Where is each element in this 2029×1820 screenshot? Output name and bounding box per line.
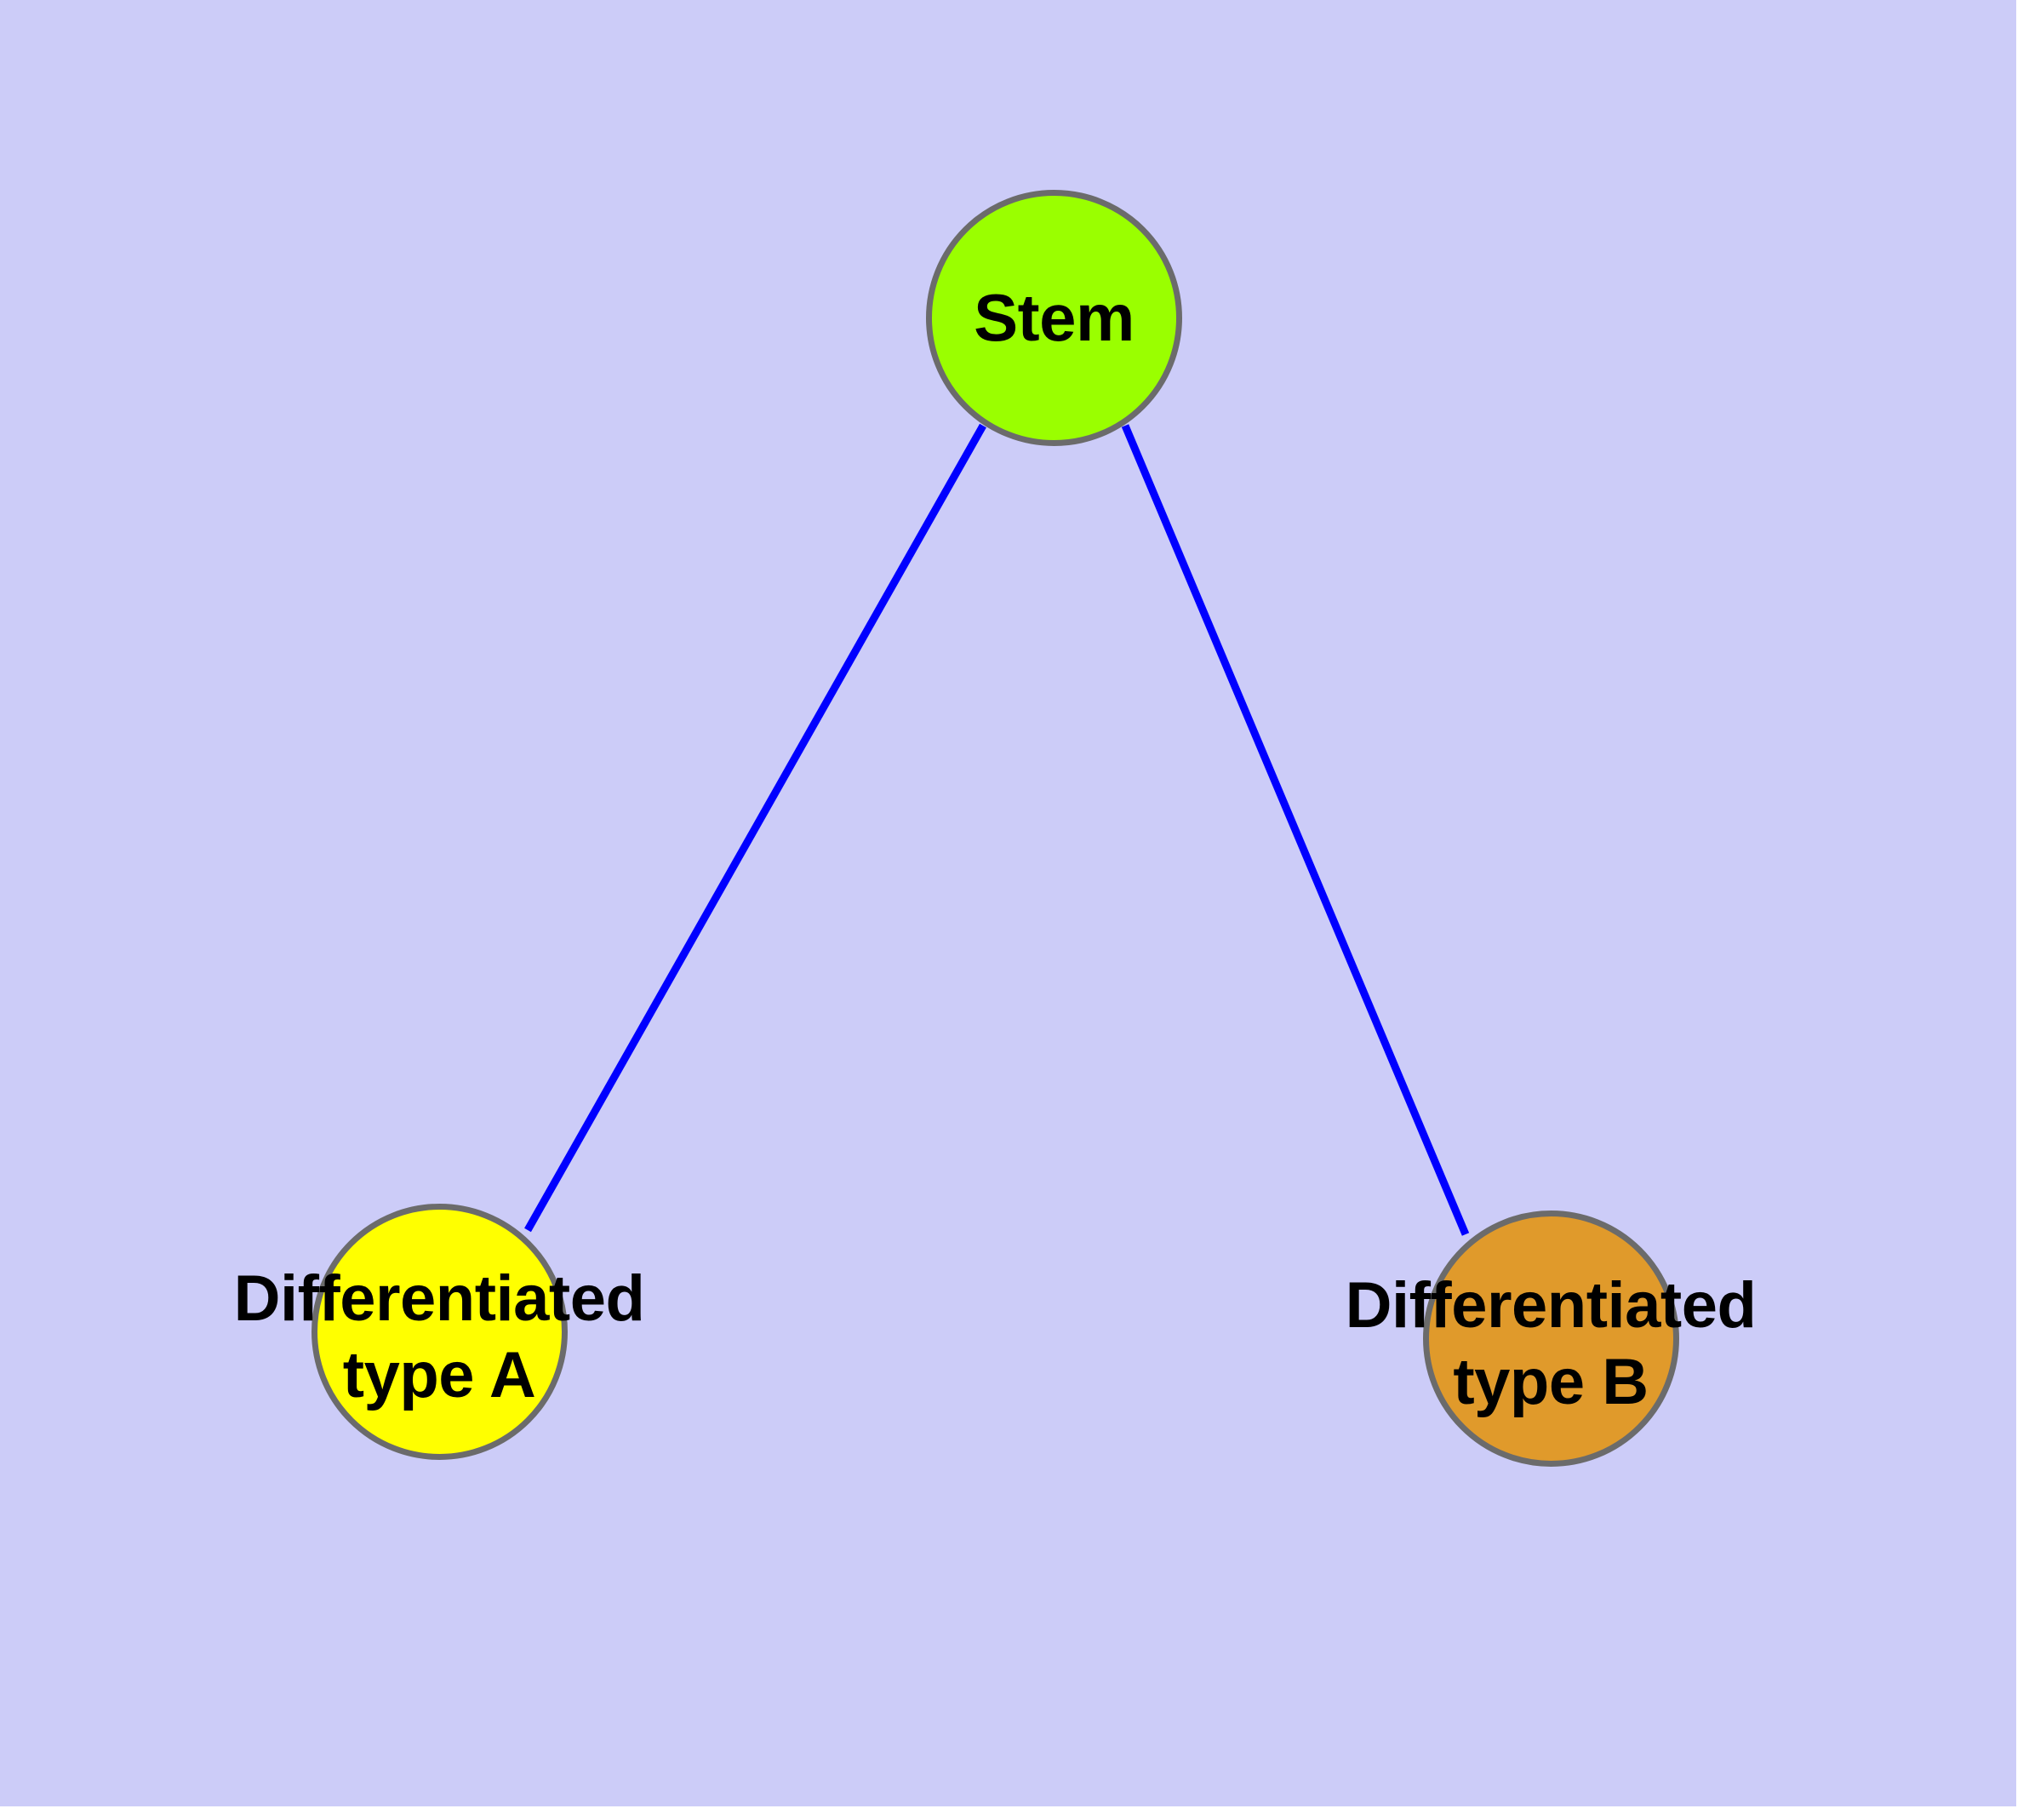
edge-stem-to-diff-a — [524, 423, 986, 1233]
edge-stem-to-diff-b — [1121, 424, 1470, 1236]
node-differentiated-type-a[interactable] — [311, 1204, 568, 1460]
node-stem[interactable] — [926, 190, 1182, 446]
node-differentiated-type-b[interactable] — [1423, 1210, 1679, 1467]
node-differentiated-type-a-label: Differentiated type A — [233, 1262, 645, 1411]
node-differentiated-type-b-label: Differentiated type B — [1345, 1269, 1757, 1418]
node-stem-label: Stem — [974, 280, 1135, 355]
